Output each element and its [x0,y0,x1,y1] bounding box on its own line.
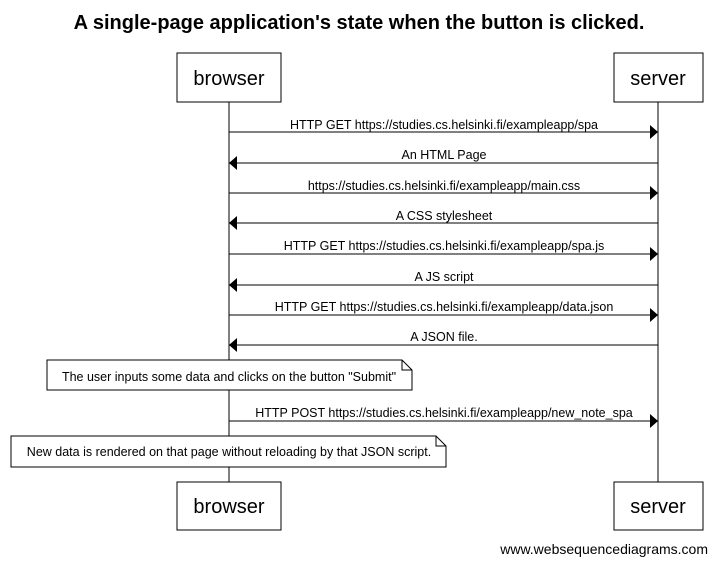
message-label: A JS script [414,270,474,284]
message-label: HTTP GET https://studies.cs.helsinki.fi/… [284,239,605,253]
message-2: An HTML Page [229,148,658,170]
message-5: HTTP GET https://studies.cs.helsinki.fi/… [229,239,658,261]
server-participant-label: server [630,496,686,518]
arrowhead-right-icon [650,186,658,200]
note-text: The user inputs some data and clicks on … [62,370,396,384]
note-fold-icon [401,360,412,371]
message-8: A JSON file. [229,330,658,352]
note-2: New data is rendered on that page withou… [10,435,447,468]
server-participant-top: server [613,52,704,103]
message-label: HTTP GET https://studies.cs.helsinki.fi/… [275,300,614,314]
browser-participant-label: browser [193,68,264,90]
message-1: HTTP GET https://studies.cs.helsinki.fi/… [229,118,658,139]
message-6: A JS script [229,270,658,292]
arrowhead-right-icon [650,247,658,261]
message-label: A CSS stylesheet [396,209,493,223]
browser-participant-top: browser [176,52,282,103]
message-9: HTTP POST https://studies.cs.helsinki.fi… [229,406,658,428]
message-7: HTTP GET https://studies.cs.helsinki.fi/… [229,300,658,322]
diagram-title: A single-page application's state when t… [74,12,645,34]
footer-watermark: www.websequencediagrams.com [499,541,708,557]
note-fold-icon [435,436,446,447]
note-1: The user inputs some data and clicks on … [46,359,413,391]
browser-participant-bottom: browser [176,481,282,531]
message-label: HTTP POST https://studies.cs.helsinki.fi… [255,406,633,420]
browser-participant-label: browser [193,496,264,518]
server-participant-label: server [630,68,686,90]
arrowhead-left-icon [229,216,237,230]
message-label: https://studies.cs.helsinki.fi/exampleap… [308,179,580,193]
message-4: A CSS stylesheet [229,209,658,230]
arrowhead-right-icon [650,308,658,322]
arrowhead-left-icon [229,338,237,352]
arrowhead-right-icon [650,125,658,139]
arrowhead-left-icon [229,278,237,292]
message-label: HTTP GET https://studies.cs.helsinki.fi/… [290,118,598,132]
arrowhead-left-icon [229,156,237,170]
message-label: A JSON file. [410,330,477,344]
message-label: An HTML Page [402,148,487,162]
arrowhead-right-icon [650,414,658,428]
message-3: https://studies.cs.helsinki.fi/exampleap… [229,179,658,200]
server-participant-bottom: server [613,481,704,531]
note-text: New data is rendered on that page withou… [27,445,431,459]
